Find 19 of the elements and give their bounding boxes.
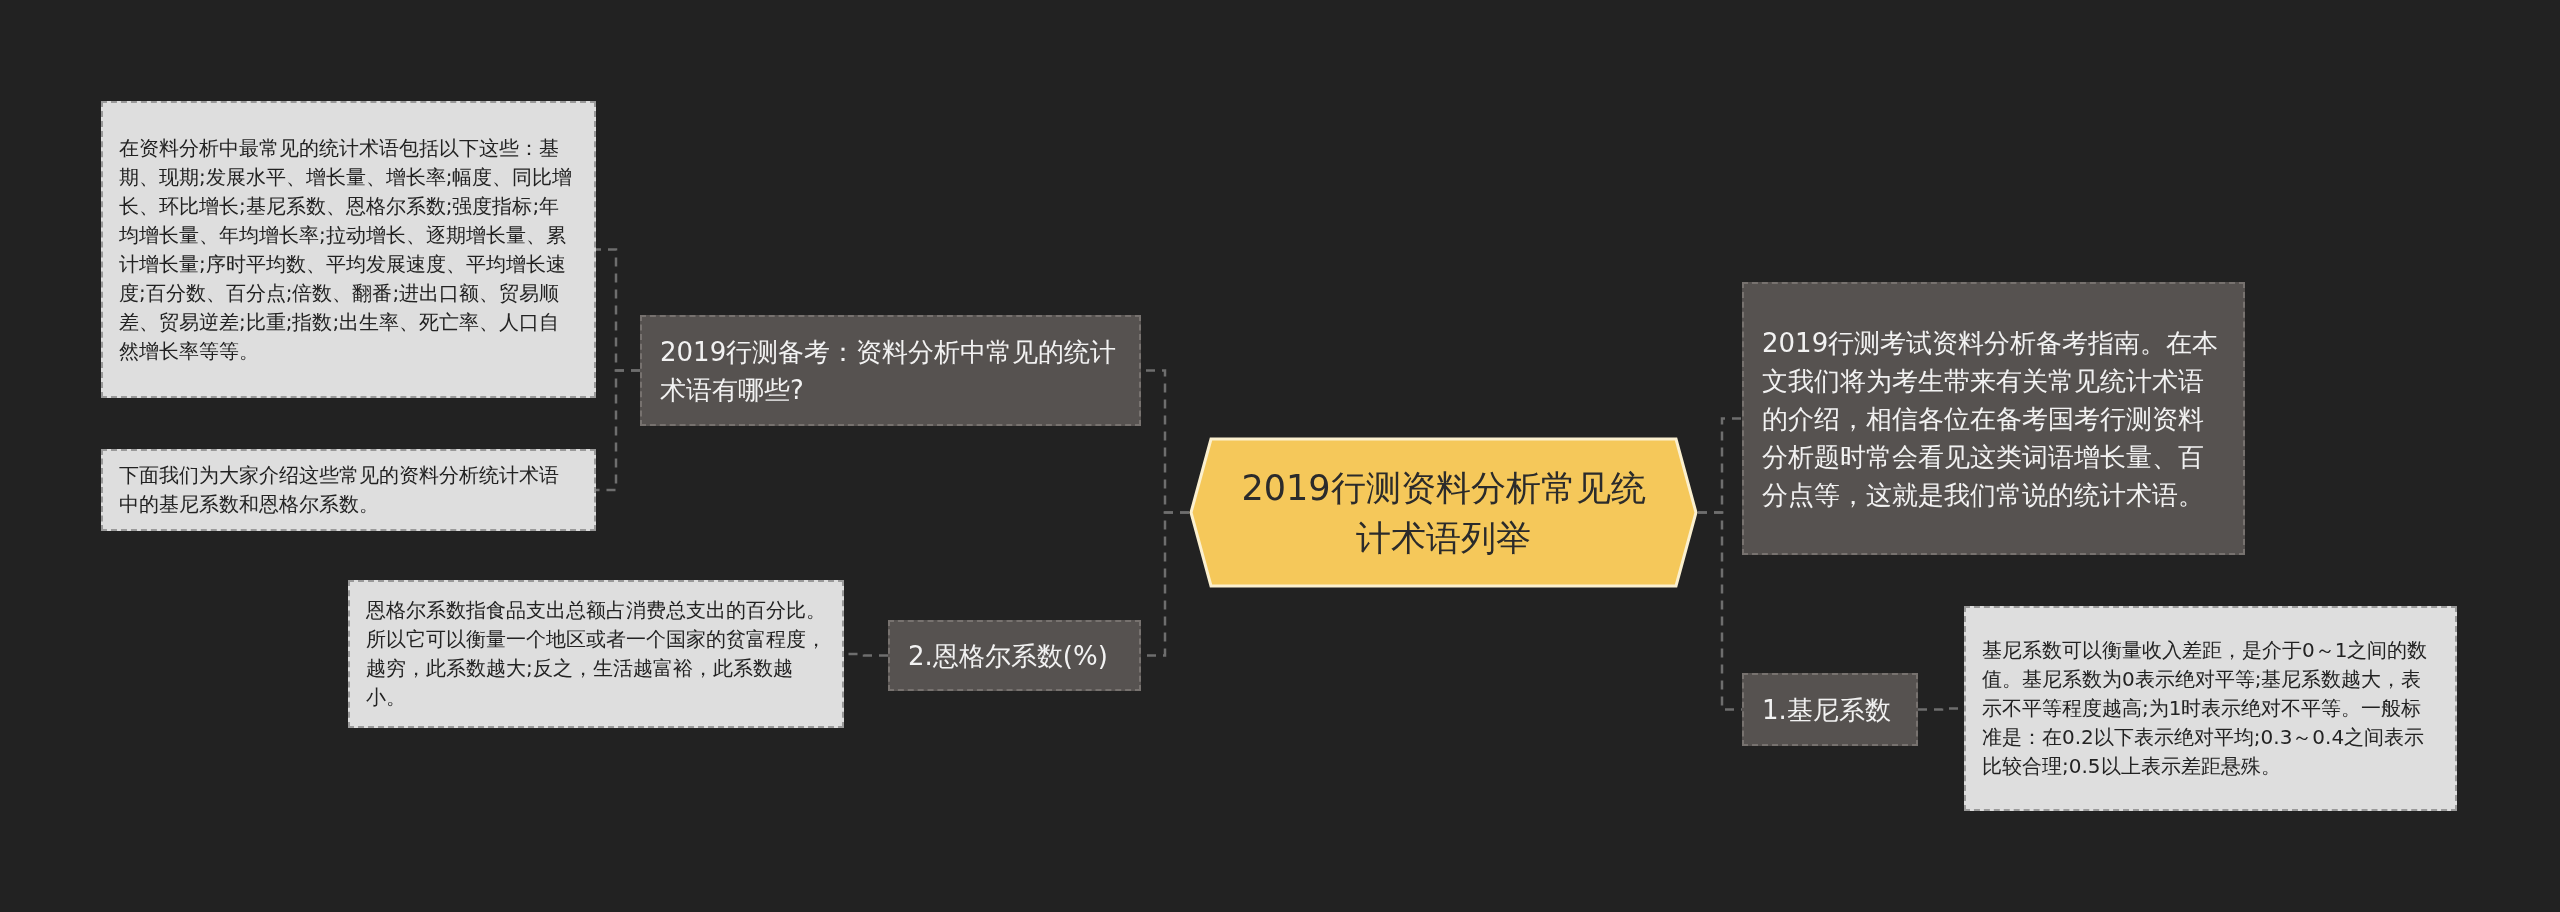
note-box xyxy=(101,101,596,398)
topic-title: 2019行测资料分析常见统计术语列举 xyxy=(1240,466,1647,560)
topic-text: 1.基尼系数 xyxy=(1762,693,1892,727)
note-box xyxy=(1964,606,2457,811)
topic-box xyxy=(640,315,1141,426)
topic-text: 2019行测备考：资料分析中常见的统计术语有哪些? xyxy=(660,335,1118,407)
topic-text: 2019行测考试资料分析备考指南。在本文我们将为考生带来有关常见统计术语的介绍，相信各位在备考国考行测资料分析题时常会看见这类词语增长量、百分点等，这就是我们常说的统计术语。 xyxy=(1762,326,2220,512)
topic-box xyxy=(1742,673,1918,746)
note-box xyxy=(348,580,844,728)
note-box xyxy=(101,449,596,531)
connector-line xyxy=(596,369,640,492)
note-text: 下面我们为大家介绍这些常见的资料分析统计术语中的基尼系数和恩格尔系数。 xyxy=(119,462,560,518)
note-text: 基尼系数可以衡量收入差距，是介于0～1之间的数值。基尼系数为0表示绝对平等;基尼系数越大，表示不平等程度越高;为1时表示绝对不平等。一般标准是：在0.2以下表示绝对平均;0.3～0.4之间表示比较合理;0.5以上表示差距悬殊。 xyxy=(1982,637,2429,780)
note-text: 恩格尔系数指食品支出总额占消费总支出的百分比。所以它可以衡量一个地区或者一个国家的贫富程度，越穷，此系数越大;反之，生活越富裕，此系数越小。 xyxy=(366,597,826,711)
topic-box xyxy=(1742,282,2245,555)
topic-box xyxy=(888,620,1141,691)
note-text: 在资料分析中最常见的统计术语包括以下这些：基期、现期;发展水平、增长量、增长率;幅度、同比增长、环比增长;基尼系数、恩格尔系数;强度指标;年均增长量、年均增长率;拉动增长、逐期增长量、累计增长量;序时平均数、平均发展速度、平均增长速度;百分数、百分点;倍数、翻番;进出口额、贸易顺差、贸易逆差;比重;指数;出生率、死亡率、人口自然增长率等等。 xyxy=(119,134,574,365)
central-topic xyxy=(1189,437,1698,588)
topic-text: 2.恩格尔系数(%) xyxy=(908,639,1109,673)
